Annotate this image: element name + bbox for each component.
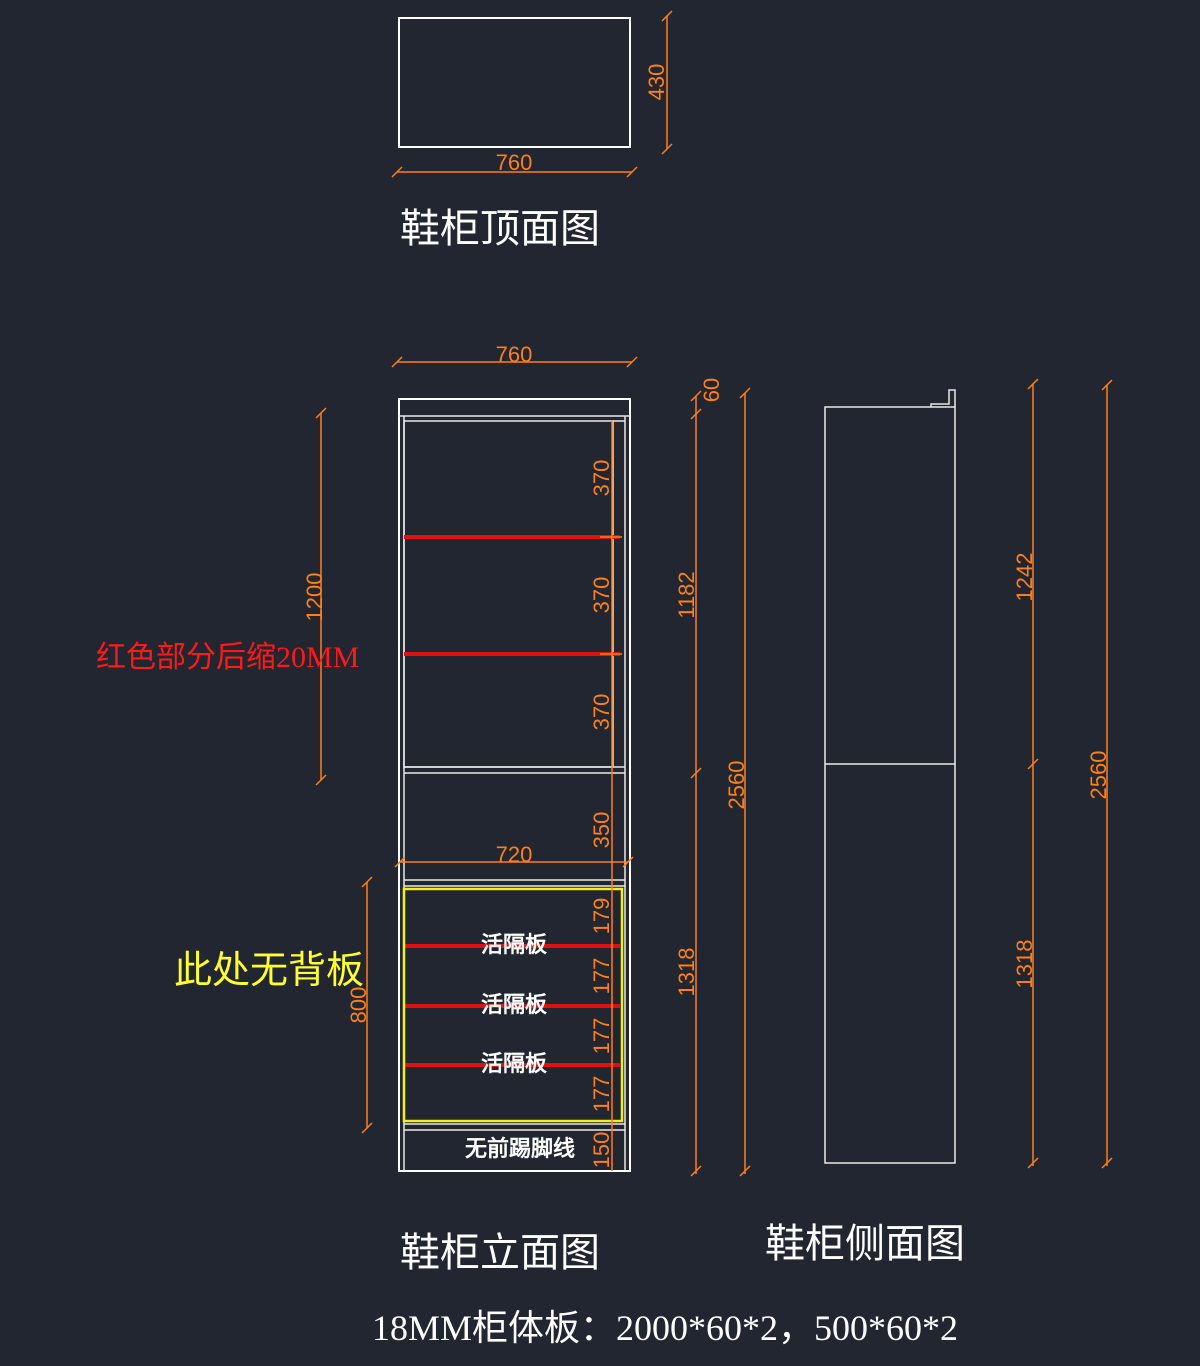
no-back-panel-zone <box>402 887 624 1123</box>
side-total-value: 2560 <box>1086 751 1111 800</box>
shelf-spacing-dimensions: 370 370 370 350 179 177 177 177 150 <box>589 421 614 1171</box>
cabinet-outline <box>398 398 631 1172</box>
total-height-dimension: 2560 <box>724 387 751 1177</box>
top-thickness-value: 60 <box>699 378 724 402</box>
top-view: 760 430 鞋柜顶面图 <box>391 10 673 251</box>
side-split-dimensions: 1242 1318 <box>1012 378 1039 1169</box>
inner-width-dimension: 720 <box>394 842 634 868</box>
side-top-cap <box>930 389 956 407</box>
shelf-label-3: 活隔板 <box>481 1051 548 1076</box>
shelf-label-1: 活隔板 <box>481 932 548 957</box>
top-view-title: 鞋柜顶面图 <box>400 206 600 251</box>
lower-height-dimension: 800 <box>346 876 373 1134</box>
lower-shelf-dim-1: 179 <box>589 898 614 935</box>
top-view-outline <box>398 17 631 148</box>
inner-width-value: 720 <box>496 842 533 867</box>
top-width-value: 760 <box>496 150 533 175</box>
side-view-title: 鞋柜侧面图 <box>765 1221 965 1266</box>
material-footnote: 18MM柜体板：2000*60*2，500*60*2 <box>372 1308 958 1348</box>
middle-dim: 350 <box>589 812 614 849</box>
upper-total-value: 1182 <box>674 571 699 618</box>
top-depth-dimension: 430 <box>644 10 673 155</box>
lower-shelf-dim-2: 177 <box>589 958 614 995</box>
no-back-panel-note: 此处无背板 <box>174 950 364 992</box>
lower-shelf-dim-3: 177 <box>589 1018 614 1055</box>
upper-height-dimension: 1200 <box>302 407 327 786</box>
kick-dim: 150 <box>589 1132 614 1169</box>
top-width-dimension: 760 <box>391 150 638 178</box>
right-split-dimensions: 60 1182 1318 <box>674 378 724 1177</box>
upper-shelf-dim-2: 370 <box>589 577 614 614</box>
front-width-dimension: 760 <box>391 342 638 368</box>
lower-shelf-dim-4: 177 <box>589 1076 614 1113</box>
side-lower-value: 1318 <box>1012 940 1037 989</box>
setback-note: 红色部分后缩20MM <box>96 641 359 674</box>
front-view: 760 活隔板 活隔板 <box>96 342 751 1275</box>
total-height-value: 2560 <box>724 761 749 810</box>
lower-total-value: 1318 <box>674 948 699 997</box>
top-depth-value: 430 <box>644 64 669 101</box>
front-view-title: 鞋柜立面图 <box>400 1230 600 1275</box>
upper-height-value: 1200 <box>302 573 327 622</box>
kick-label: 无前踢脚线 <box>465 1136 575 1161</box>
side-view: 1242 1318 2560 鞋柜侧面图 <box>765 378 1113 1266</box>
lower-height-value: 800 <box>346 987 371 1024</box>
side-upper-value: 1242 <box>1012 553 1037 602</box>
upper-shelf-dim-3: 370 <box>589 694 614 731</box>
upper-shelf-dim-1: 370 <box>589 460 614 497</box>
side-total-dimension: 2560 <box>1086 379 1113 1169</box>
side-view-outline <box>824 406 956 1164</box>
shelf-label-2: 活隔板 <box>481 992 548 1017</box>
front-width-value: 760 <box>496 342 533 367</box>
